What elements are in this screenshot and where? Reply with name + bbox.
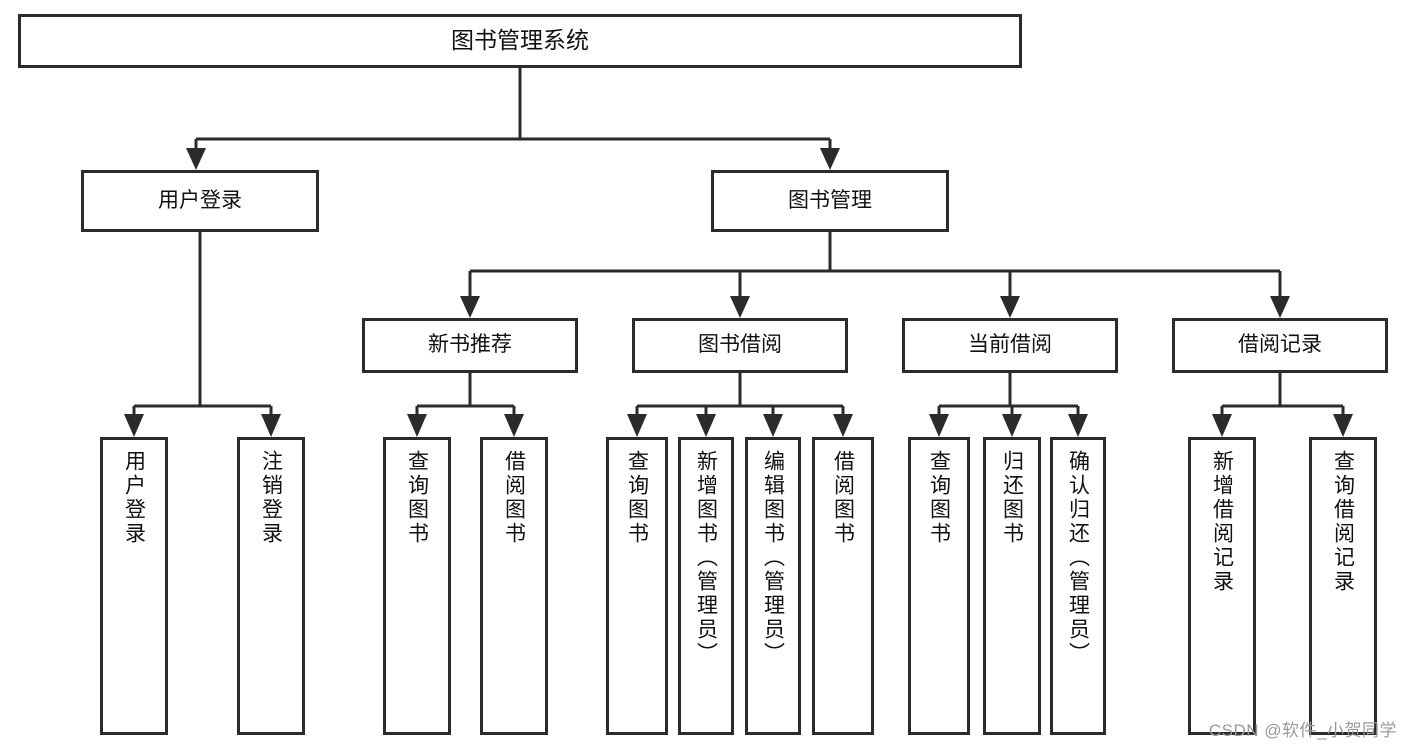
node-label: 图书管理 — [788, 188, 872, 212]
node-label: 查询借阅记录 — [1331, 450, 1355, 594]
node-label: 编辑图书（管理员） — [761, 450, 785, 666]
node-label: 查询图书 — [927, 450, 951, 546]
node-borrow-record[interactable]: 借阅记录 — [1172, 318, 1388, 373]
node-label: 确认归还（管理员） — [1066, 450, 1090, 666]
node-label: 用户登录 — [158, 188, 242, 212]
leaf-user-logout[interactable]: 注销登录 — [237, 437, 305, 735]
leaf-return-book[interactable]: 归还图书 — [983, 437, 1041, 735]
leaf-borrow-book[interactable]: 借阅图书 — [812, 437, 874, 735]
node-label: 新增图书（管理员） — [694, 450, 718, 666]
node-new-book-recommend[interactable]: 新书推荐 — [362, 318, 578, 373]
node-label: 注销登录 — [259, 450, 283, 546]
node-label: 用户登录 — [122, 450, 146, 546]
node-label: 借阅记录 — [1238, 333, 1322, 357]
node-label: 借阅图书 — [502, 450, 526, 546]
leaf-confirm-return-admin[interactable]: 确认归还（管理员） — [1050, 437, 1106, 735]
leaf-query-book-recommend[interactable]: 查询图书 — [383, 437, 451, 735]
node-label: 当前借阅 — [968, 333, 1052, 357]
node-user-login[interactable]: 用户登录 — [81, 170, 319, 232]
node-book-borrow[interactable]: 图书借阅 — [632, 318, 848, 373]
node-label: 新增借阅记录 — [1210, 450, 1234, 594]
node-label: 查询图书 — [625, 450, 649, 546]
leaf-query-borrow-record[interactable]: 查询借阅记录 — [1309, 437, 1377, 735]
node-label: 图书借阅 — [698, 333, 782, 357]
node-book-manage[interactable]: 图书管理 — [711, 170, 949, 232]
node-label: 新书推荐 — [428, 333, 512, 357]
watermark-text: CSDN @软件_小贺同学 — [1208, 721, 1397, 740]
node-root-system[interactable]: 图书管理系统 — [18, 14, 1022, 68]
node-label: 归还图书 — [1000, 450, 1024, 546]
leaf-edit-book-admin[interactable]: 编辑图书（管理员） — [745, 437, 801, 735]
node-label: 图书管理系统 — [451, 27, 589, 54]
node-label: 借阅图书 — [831, 450, 855, 546]
leaf-add-book-admin[interactable]: 新增图书（管理员） — [678, 437, 734, 735]
leaf-query-book-borrow[interactable]: 查询图书 — [606, 437, 668, 735]
node-label: 查询图书 — [405, 450, 429, 546]
leaf-user-login[interactable]: 用户登录 — [100, 437, 168, 735]
leaf-borrow-book-recommend[interactable]: 借阅图书 — [480, 437, 548, 735]
leaf-add-borrow-record[interactable]: 新增借阅记录 — [1188, 437, 1256, 735]
node-current-borrow[interactable]: 当前借阅 — [902, 318, 1118, 373]
leaf-query-book-current[interactable]: 查询图书 — [908, 437, 970, 735]
